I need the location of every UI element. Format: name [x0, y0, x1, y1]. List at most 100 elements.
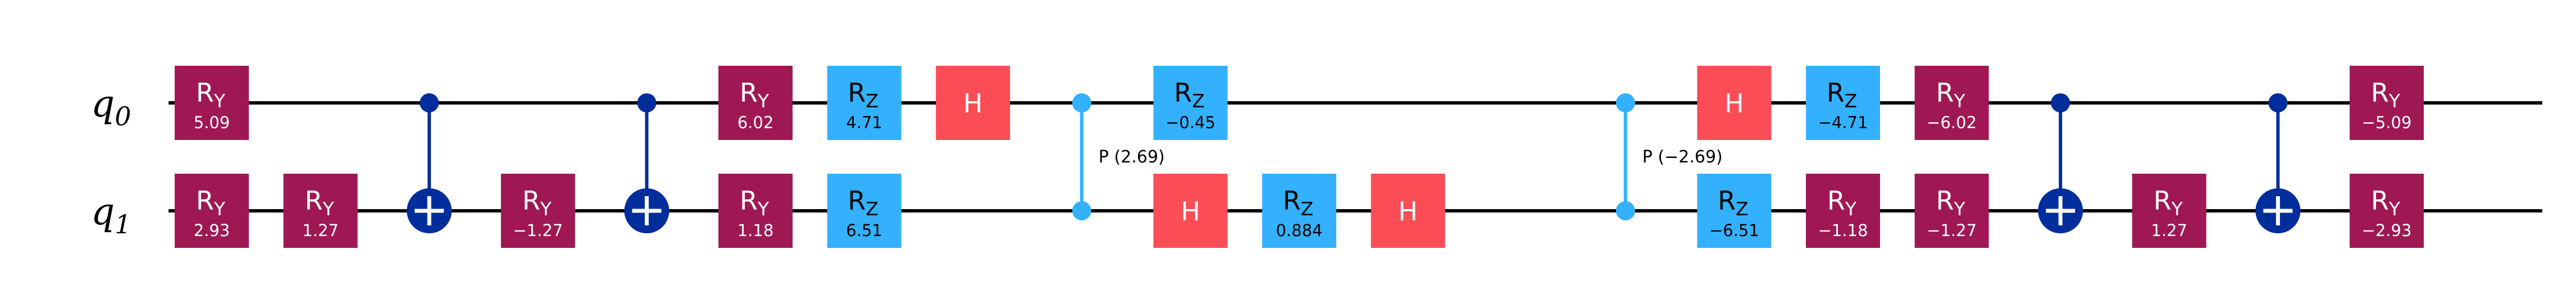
gate-box [827, 66, 902, 140]
ry-gate: RY−6.02 [1914, 66, 1989, 140]
gate-name: RY [2371, 186, 2401, 220]
gate-parameter: −6.02 [1927, 113, 1977, 132]
controlled-phase-gate: P (−2.69) [1615, 93, 1723, 220]
gate-name: RY [522, 186, 552, 220]
qubit-label-index: 0 [115, 101, 131, 132]
gate-parameter: 0.884 [1276, 221, 1322, 240]
control-dot [1615, 93, 1635, 112]
gate-parameter: 6.51 [846, 221, 882, 240]
ry-gate: RY−5.09 [2350, 66, 2424, 140]
gate-parameter: −1.27 [513, 221, 563, 240]
rz-gate: RZ−0.45 [1153, 66, 1228, 140]
gate-name: RZ [848, 78, 879, 112]
gate-box [1806, 66, 1880, 140]
gate-box [936, 66, 1011, 140]
gate-box [1371, 174, 1445, 248]
gate-box [283, 174, 358, 248]
gate-box [1262, 174, 1336, 248]
gate-box [1806, 174, 1880, 248]
ry-gate: RY2.93 [175, 174, 249, 248]
ry-gate: RY1.27 [2132, 174, 2206, 248]
gate-name: H [1724, 88, 1744, 119]
gate-name: RZ [1718, 186, 1749, 220]
gate-box [1153, 174, 1228, 248]
gate-connectors: P (2.69) P (−2.69) [407, 93, 2301, 233]
gate-box [1153, 66, 1228, 140]
gate-name: RZ [1827, 78, 1858, 112]
gate-name: RY [740, 78, 770, 112]
rz-gate: RZ−4.71 [1806, 66, 1880, 140]
gate-parameter: −1.18 [1818, 221, 1868, 240]
gate-name: RY [196, 78, 226, 112]
gate-box [1914, 174, 1989, 248]
h-gate: H [1697, 66, 1772, 140]
rz-gate: RZ0.884 [1262, 174, 1336, 248]
qubit-label-1: q1 [91, 190, 131, 239]
cnot-gate [2038, 93, 2083, 233]
gate-box [2350, 66, 2424, 140]
gate-name: RY [305, 186, 335, 220]
gate-parameter: 6.02 [738, 113, 774, 132]
gate-parameter: −1.27 [1927, 221, 1977, 240]
ry-gate: RY1.27 [283, 174, 358, 248]
cnot-gate [2255, 93, 2301, 233]
gate-box [718, 174, 793, 248]
gate-parameter: 1.27 [2151, 221, 2188, 240]
gate-parameter: 5.09 [194, 113, 230, 132]
gate-box [718, 66, 793, 140]
gate-name: RY [2371, 78, 2401, 112]
gate-name: RY [1936, 186, 1966, 220]
gate-name: RY [740, 186, 770, 220]
gate-parameter: 4.71 [846, 113, 882, 132]
cnot-gate [624, 93, 670, 233]
ry-gate: RY6.02 [718, 66, 793, 140]
gate-box [827, 174, 902, 248]
ry-gate: RY−1.27 [500, 174, 575, 248]
gate-box [1914, 66, 1989, 140]
gate-name: RY [196, 186, 226, 220]
qubit-label-name: q [91, 190, 115, 233]
gate-parameter: −2.93 [2362, 221, 2412, 240]
gate-parameter: −6.51 [1709, 221, 1759, 240]
control-dot [637, 93, 657, 112]
gate-box [2350, 174, 2424, 248]
ry-gate: RY−1.27 [1914, 174, 1989, 248]
gate-box [2132, 174, 2206, 248]
control-dot [2268, 93, 2288, 112]
qubit-label-index: 1 [115, 209, 131, 239]
gate-name: RY [1936, 78, 1966, 112]
rz-gate: RZ4.71 [827, 66, 902, 140]
rz-gate: RZ−6.51 [1697, 174, 1772, 248]
gate-name: RY [1827, 186, 1857, 220]
gate-parameter: −5.09 [2362, 113, 2412, 132]
gate-parameter: −0.45 [1166, 113, 1216, 132]
gate-parameter: 1.27 [302, 221, 339, 240]
gate-name: RY [2154, 186, 2183, 220]
gate-parameter: 2.93 [194, 221, 230, 240]
qubit-label-0: q0 [91, 82, 131, 132]
cnot-gate [407, 93, 452, 233]
gate-name: H [1398, 196, 1418, 227]
gate-box [175, 66, 249, 140]
ry-gate: RY5.09 [175, 66, 249, 140]
qubit-label-name: q [91, 82, 115, 125]
cphase-label: P (2.69) [1099, 147, 1165, 167]
ry-gate: RY−1.18 [1806, 174, 1880, 248]
gate-box [175, 174, 249, 248]
gate-name: H [963, 88, 983, 119]
control-dot [2051, 93, 2070, 112]
gate-name: H [1181, 196, 1200, 227]
control-dot [1072, 93, 1091, 112]
gate-box [1697, 66, 1772, 140]
h-gate: H [936, 66, 1011, 140]
h-gate: H [1153, 174, 1228, 248]
gate-box [1697, 174, 1772, 248]
gate-name: RZ [848, 186, 879, 220]
ry-gate: RY1.18 [718, 174, 793, 248]
gate-box [500, 174, 575, 248]
rz-gate: RZ6.51 [827, 174, 902, 248]
gate-name: RZ [1283, 186, 1314, 220]
controlled-phase-gate: P (2.69) [1072, 93, 1165, 220]
gate-parameter: 1.18 [738, 221, 774, 240]
